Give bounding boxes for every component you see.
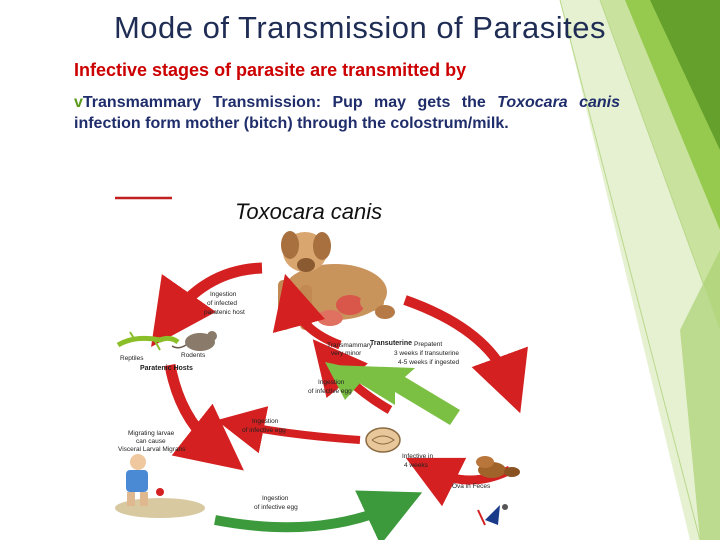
feces-illustration	[476, 456, 520, 478]
label-ingestion-infective-mid: Ingestion	[252, 418, 279, 425]
point-text-b: infection form mother (bitch) through th…	[74, 114, 509, 132]
child-illustration	[115, 454, 205, 518]
arrow-paratenic-to-child	[164, 363, 244, 471]
svg-text:3 weeks if transuterine: 3 weeks if transuterine	[394, 350, 459, 357]
label-ingestion-infective-bottom: Ingestion	[262, 495, 289, 502]
logo-icon	[477, 504, 508, 526]
label-prepatent: Prepatent	[414, 341, 442, 348]
label-migrating-larvae: Migrating larvae	[128, 430, 175, 437]
arrow-dog-to-paratenic	[151, 262, 263, 348]
point-italic-genus: Toxocara	[497, 94, 568, 111]
svg-text:4 weeks: 4 weeks	[404, 462, 429, 469]
point-text-a: Pup may gets the	[321, 94, 498, 111]
arrow-egg-to-child	[216, 406, 361, 454]
label-ova-feces: Ova in Feces	[452, 483, 491, 490]
svg-text:of infective egg: of infective egg	[254, 504, 298, 511]
svg-text:can cause: can cause	[136, 438, 166, 445]
label-reptiles: Reptiles	[120, 355, 144, 362]
svg-text:of infective egg: of infective egg	[308, 388, 352, 395]
label-transmammary: Transmammary	[327, 342, 373, 349]
label-infective-in: Infective in	[402, 453, 433, 460]
page-title: Mode of Transmission of Parasites	[113, 10, 607, 45]
lizard-illustration	[116, 331, 180, 351]
svg-text:of infective egg: of infective egg	[242, 427, 286, 434]
point-heading: Transmammary Transmission:	[82, 94, 322, 111]
slide-subtitle: Infective stages of parasite are transmi…	[74, 60, 467, 80]
point-italic-species: canis	[579, 94, 620, 111]
rodent-illustration	[171, 331, 217, 351]
label-ingestion-paratenic: Ingestion	[210, 291, 237, 298]
svg-text:very minor: very minor	[331, 350, 362, 357]
label-paratenic-hosts: Paratenic Hosts	[140, 365, 193, 372]
svg-text:4-5 weeks if ingested: 4-5 weeks if ingested	[398, 359, 459, 366]
bullet-point: vTransmammary Transmission: Pup may gets…	[74, 93, 620, 135]
bullet-icon: v	[74, 94, 83, 111]
egg-illustration	[365, 427, 401, 453]
svg-text:Visceral Larval Migrans: Visceral Larval Migrans	[118, 446, 186, 453]
pointer-arrow	[325, 362, 460, 425]
svg-text:of infected: of infected	[207, 300, 237, 307]
arrow-ground-to-egg	[214, 490, 423, 540]
label-rodents: Rodents	[181, 352, 206, 359]
label-transuterine: Transuterine	[370, 340, 412, 347]
diagram-title: Toxocara canis	[235, 199, 382, 224]
arrow-dog-to-feces	[403, 295, 528, 414]
svg-text:paratenic host: paratenic host	[204, 309, 245, 316]
label-ingestion-infective-top: Ingestion	[318, 379, 345, 386]
